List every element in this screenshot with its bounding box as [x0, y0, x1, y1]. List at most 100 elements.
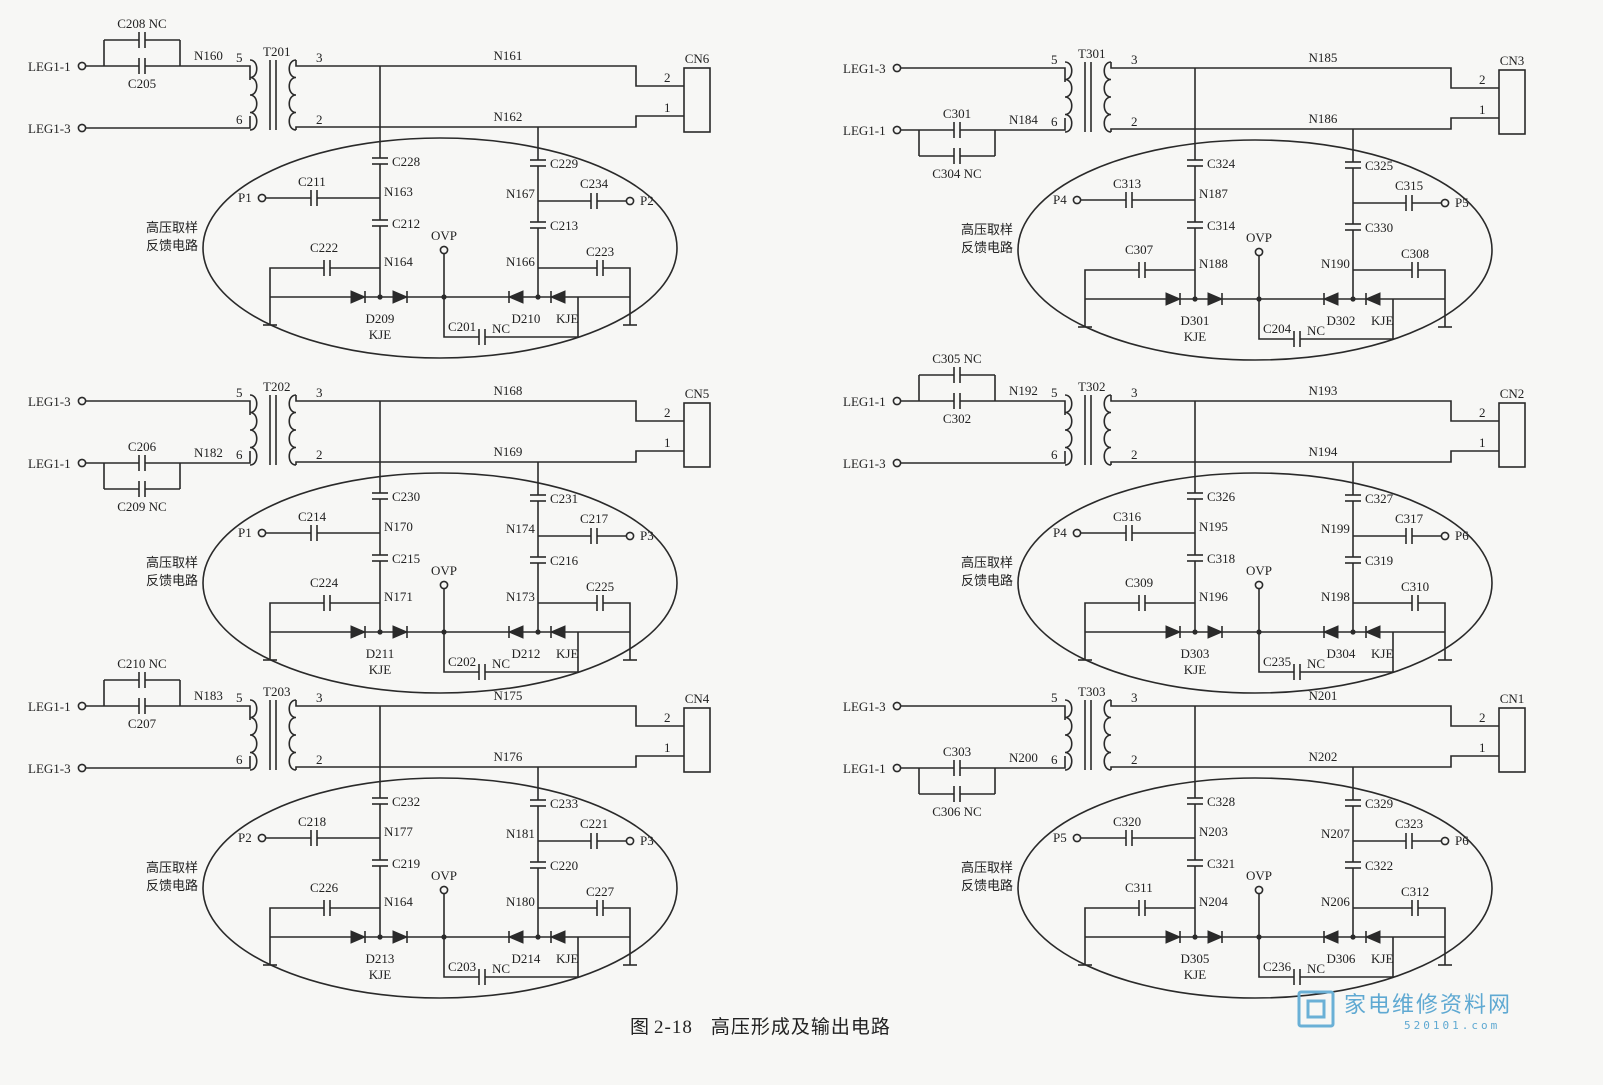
primary-capacitor-a	[138, 32, 146, 48]
feedback-region-outline	[202, 472, 678, 694]
right-side-capacitor	[1411, 262, 1419, 278]
connector-block	[1498, 69, 1526, 135]
left-capacitor-1-label: C326	[1207, 489, 1236, 504]
probe-terminal-left	[1072, 528, 1082, 538]
connector-pin-2: 2	[664, 405, 671, 420]
ovp-terminal	[439, 885, 449, 895]
diode-body	[1165, 930, 1182, 944]
primary-capacitor-b	[138, 58, 146, 74]
right-capacitor-1	[1345, 161, 1361, 169]
left-diode-type: KJE	[1184, 967, 1206, 982]
probe-right-label: P6	[1455, 833, 1469, 848]
primary-pin-6: 6	[236, 752, 243, 767]
diode-body	[549, 290, 566, 304]
wire	[1418, 602, 1446, 652]
left-diode-label: D301	[1181, 313, 1210, 328]
wire	[603, 267, 631, 317]
feedback-label-line2: 反馈电路	[961, 878, 1013, 894]
left-node-2-label: N164	[384, 894, 413, 909]
left-node-2-label: N196	[1199, 589, 1228, 604]
left-node-1-label: N163	[384, 184, 413, 199]
primary-terminal-bottom	[892, 458, 902, 468]
transformer-label: T302	[1078, 379, 1105, 394]
probe-terminal-right	[625, 836, 635, 846]
transformer-primary-coil	[249, 699, 258, 771]
probe-capacitor-left	[1125, 525, 1133, 541]
transformer-secondary-coil	[288, 59, 297, 131]
left-capacitor-2	[1187, 554, 1203, 562]
right-capacitor-2-label: C213	[550, 218, 578, 233]
ovp-label: OVP	[431, 868, 457, 883]
right-side-capacitor-label: C310	[1401, 579, 1429, 594]
diode-body	[392, 290, 409, 304]
wire	[1418, 269, 1446, 319]
bottom-capacitor-nc: NC	[1307, 323, 1325, 338]
right-diode-type: KJE	[1371, 313, 1393, 328]
ground-symbol	[1078, 957, 1092, 966]
probe-capacitor-left-label: C313	[1113, 176, 1141, 191]
right-capacitor-1-label: C329	[1365, 796, 1393, 811]
probe-capacitor-left-label: C320	[1113, 814, 1141, 829]
primary-capacitor-a-label: C301	[943, 106, 971, 121]
left-capacitor-1	[1187, 492, 1203, 500]
diode-body	[1322, 292, 1339, 306]
right-capacitor-2	[530, 221, 546, 229]
secondary-top-rail	[295, 700, 684, 727]
ground-symbol	[1438, 319, 1452, 328]
wire	[1084, 269, 1139, 319]
right-capacitor-2	[530, 556, 546, 564]
primary-capacitor-b-label: C205	[128, 76, 156, 91]
left-side-capacitor-label: C224	[310, 575, 339, 590]
left-capacitor-2	[372, 859, 388, 867]
left-capacitor-2	[1187, 221, 1203, 229]
connector-label: CN2	[1500, 386, 1525, 401]
secondary-pin-top: 3	[1131, 385, 1138, 400]
right-side-capacitor-label: C225	[586, 579, 614, 594]
primary-label-bottom: LEG1-1	[843, 761, 886, 776]
ground-symbol	[1078, 319, 1092, 328]
feedback-region-outline	[202, 777, 678, 999]
primary-label-top: LEG1-1	[28, 59, 71, 74]
right-capacitor-2-label: C319	[1365, 553, 1393, 568]
bottom-capacitor-label: C236	[1263, 959, 1292, 974]
diode-right-b	[549, 930, 566, 944]
probe-terminal-left	[1072, 833, 1082, 843]
left-capacitor-1-label: C324	[1207, 156, 1236, 171]
probe-terminal-right	[1440, 531, 1450, 541]
right-capacitor-1-label: C325	[1365, 158, 1393, 173]
primary-capacitor-b	[953, 393, 961, 409]
right-node-1-label: N174	[506, 521, 535, 536]
wire	[1300, 299, 1394, 340]
primary-wire	[86, 400, 251, 415]
probe-right-label: P6	[1455, 528, 1469, 543]
right-capacitor-2	[1345, 861, 1361, 869]
top-node-label: N175	[494, 688, 523, 703]
secondary-pin-top: 3	[316, 50, 323, 65]
primary-label-top: LEG1-3	[28, 394, 71, 409]
transformer-secondary-coil	[1103, 61, 1112, 133]
diode-body	[1364, 292, 1381, 306]
connector-block	[1498, 402, 1526, 468]
wire	[485, 297, 579, 338]
right-diode-type: KJE	[556, 646, 578, 661]
right-capacitor-1-label: C327	[1365, 491, 1394, 506]
probe-right-label: P5	[1455, 195, 1469, 210]
right-capacitor-1-label: C229	[550, 156, 578, 171]
primary-terminal-top	[77, 61, 87, 71]
junction-dot	[535, 934, 541, 940]
primary-capacitor-a-label: C305 NC	[932, 351, 981, 366]
bottom-capacitor-label: C204	[1263, 321, 1292, 336]
transformer-primary-coil	[1064, 394, 1073, 466]
primary-wire	[995, 756, 1066, 769]
transformer-label: T301	[1078, 46, 1105, 61]
top-node-label: N201	[1309, 688, 1338, 703]
wire	[1418, 907, 1446, 957]
right-diode-label: D212	[512, 646, 541, 661]
connector-label: CN3	[1500, 53, 1525, 68]
secondary-top-rail	[1110, 62, 1499, 89]
left-capacitor-2	[372, 219, 388, 227]
primary-capacitor-a-label: C210 NC	[117, 656, 166, 671]
right-node-1-label: N181	[506, 826, 535, 841]
